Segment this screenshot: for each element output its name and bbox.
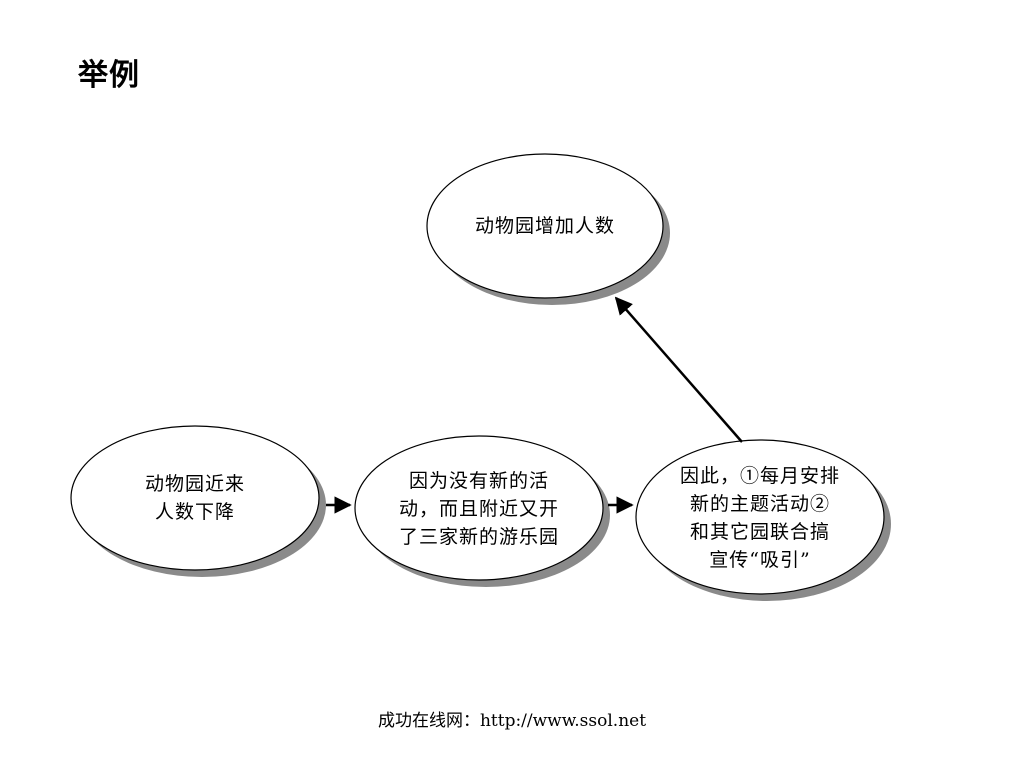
problem-node-shape: [70, 425, 326, 577]
solution-node-shape: [635, 439, 891, 601]
goal-node-shape: [426, 153, 670, 305]
footer-source: 成功在线网：http://www.ssol.net: [377, 711, 647, 731]
problem-node-text: 动物园近来 人数下降: [144, 473, 245, 523]
goal-node-text: 动物园增加人数: [474, 215, 615, 237]
slide-title: 举例: [78, 58, 140, 93]
solution-node-text: 因此，①每月安排 新的主题活动② 和其它园联合搞 宣传“吸引”: [679, 465, 840, 571]
cause-node-shape: [354, 435, 610, 587]
cause-node-text: 因为没有新的活 动，而且附近又开 了三家新的游乐园: [398, 470, 559, 548]
arrow-solution-to-goal: [614, 296, 743, 443]
